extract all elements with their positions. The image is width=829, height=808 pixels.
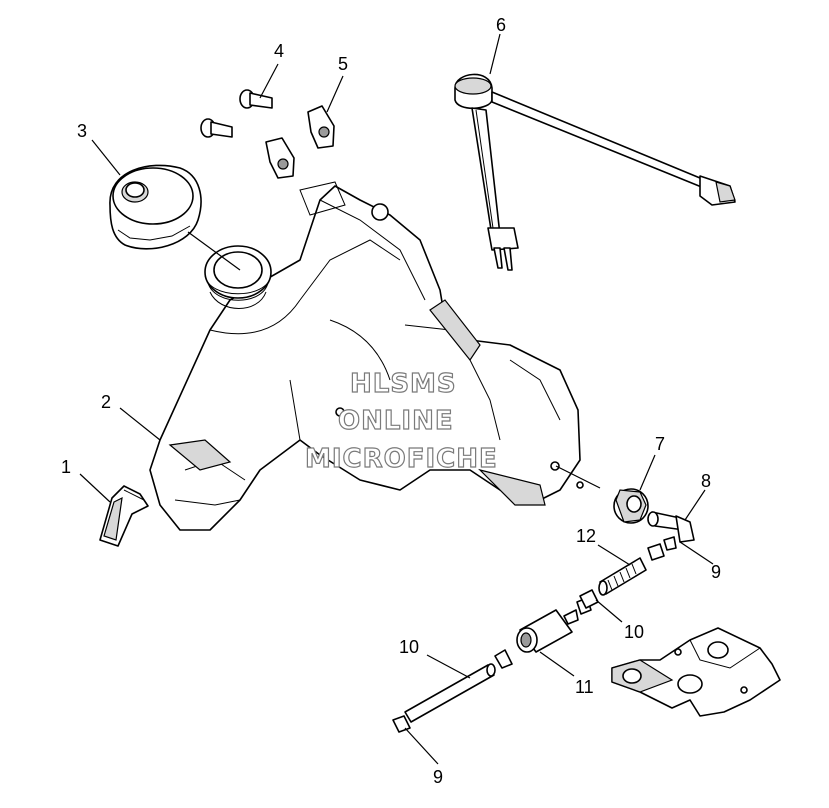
part-9-hose-clamps: [392, 536, 677, 733]
part-7-grommet: [613, 488, 649, 524]
part-2-fuel-tank: [149, 181, 584, 531]
callout-11: 11: [575, 677, 594, 697]
callout-6: 6: [496, 15, 506, 35]
part-4-bolts: [200, 89, 273, 138]
callout-9-upper: 9: [711, 562, 721, 582]
callout-12: 12: [576, 526, 596, 546]
callout-2: 2: [101, 392, 111, 412]
callout-9-lower: 9: [433, 767, 443, 787]
part-8-fitting: [647, 511, 695, 543]
callout-7: 7: [655, 434, 665, 454]
callout-8: 8: [701, 471, 711, 491]
watermark-line-2: ONLINE: [338, 406, 454, 436]
callout-1: 1: [61, 457, 71, 477]
callout-3: 3: [77, 121, 87, 141]
part-10-hoses: [404, 589, 599, 723]
watermark-line-3: MICROFICHE: [305, 444, 498, 474]
part-5-clip-nuts: [265, 105, 335, 179]
part-12-hose-barb: [598, 557, 647, 596]
part-11-fuel-filter: [516, 609, 579, 653]
part-1-bracket-clip: [99, 485, 149, 547]
mounting-bracket: [611, 627, 781, 717]
watermark-line-1: HLSMS: [350, 369, 457, 399]
callout-10-left: 10: [399, 637, 419, 657]
part-3-fuel-cap: [109, 164, 202, 250]
callout-5: 5: [338, 54, 348, 74]
part-6-fuel-sender: [454, 73, 736, 271]
callout-10-right: 10: [624, 622, 644, 642]
callout-4: 4: [274, 41, 284, 61]
leader-lines: [79, 33, 714, 765]
